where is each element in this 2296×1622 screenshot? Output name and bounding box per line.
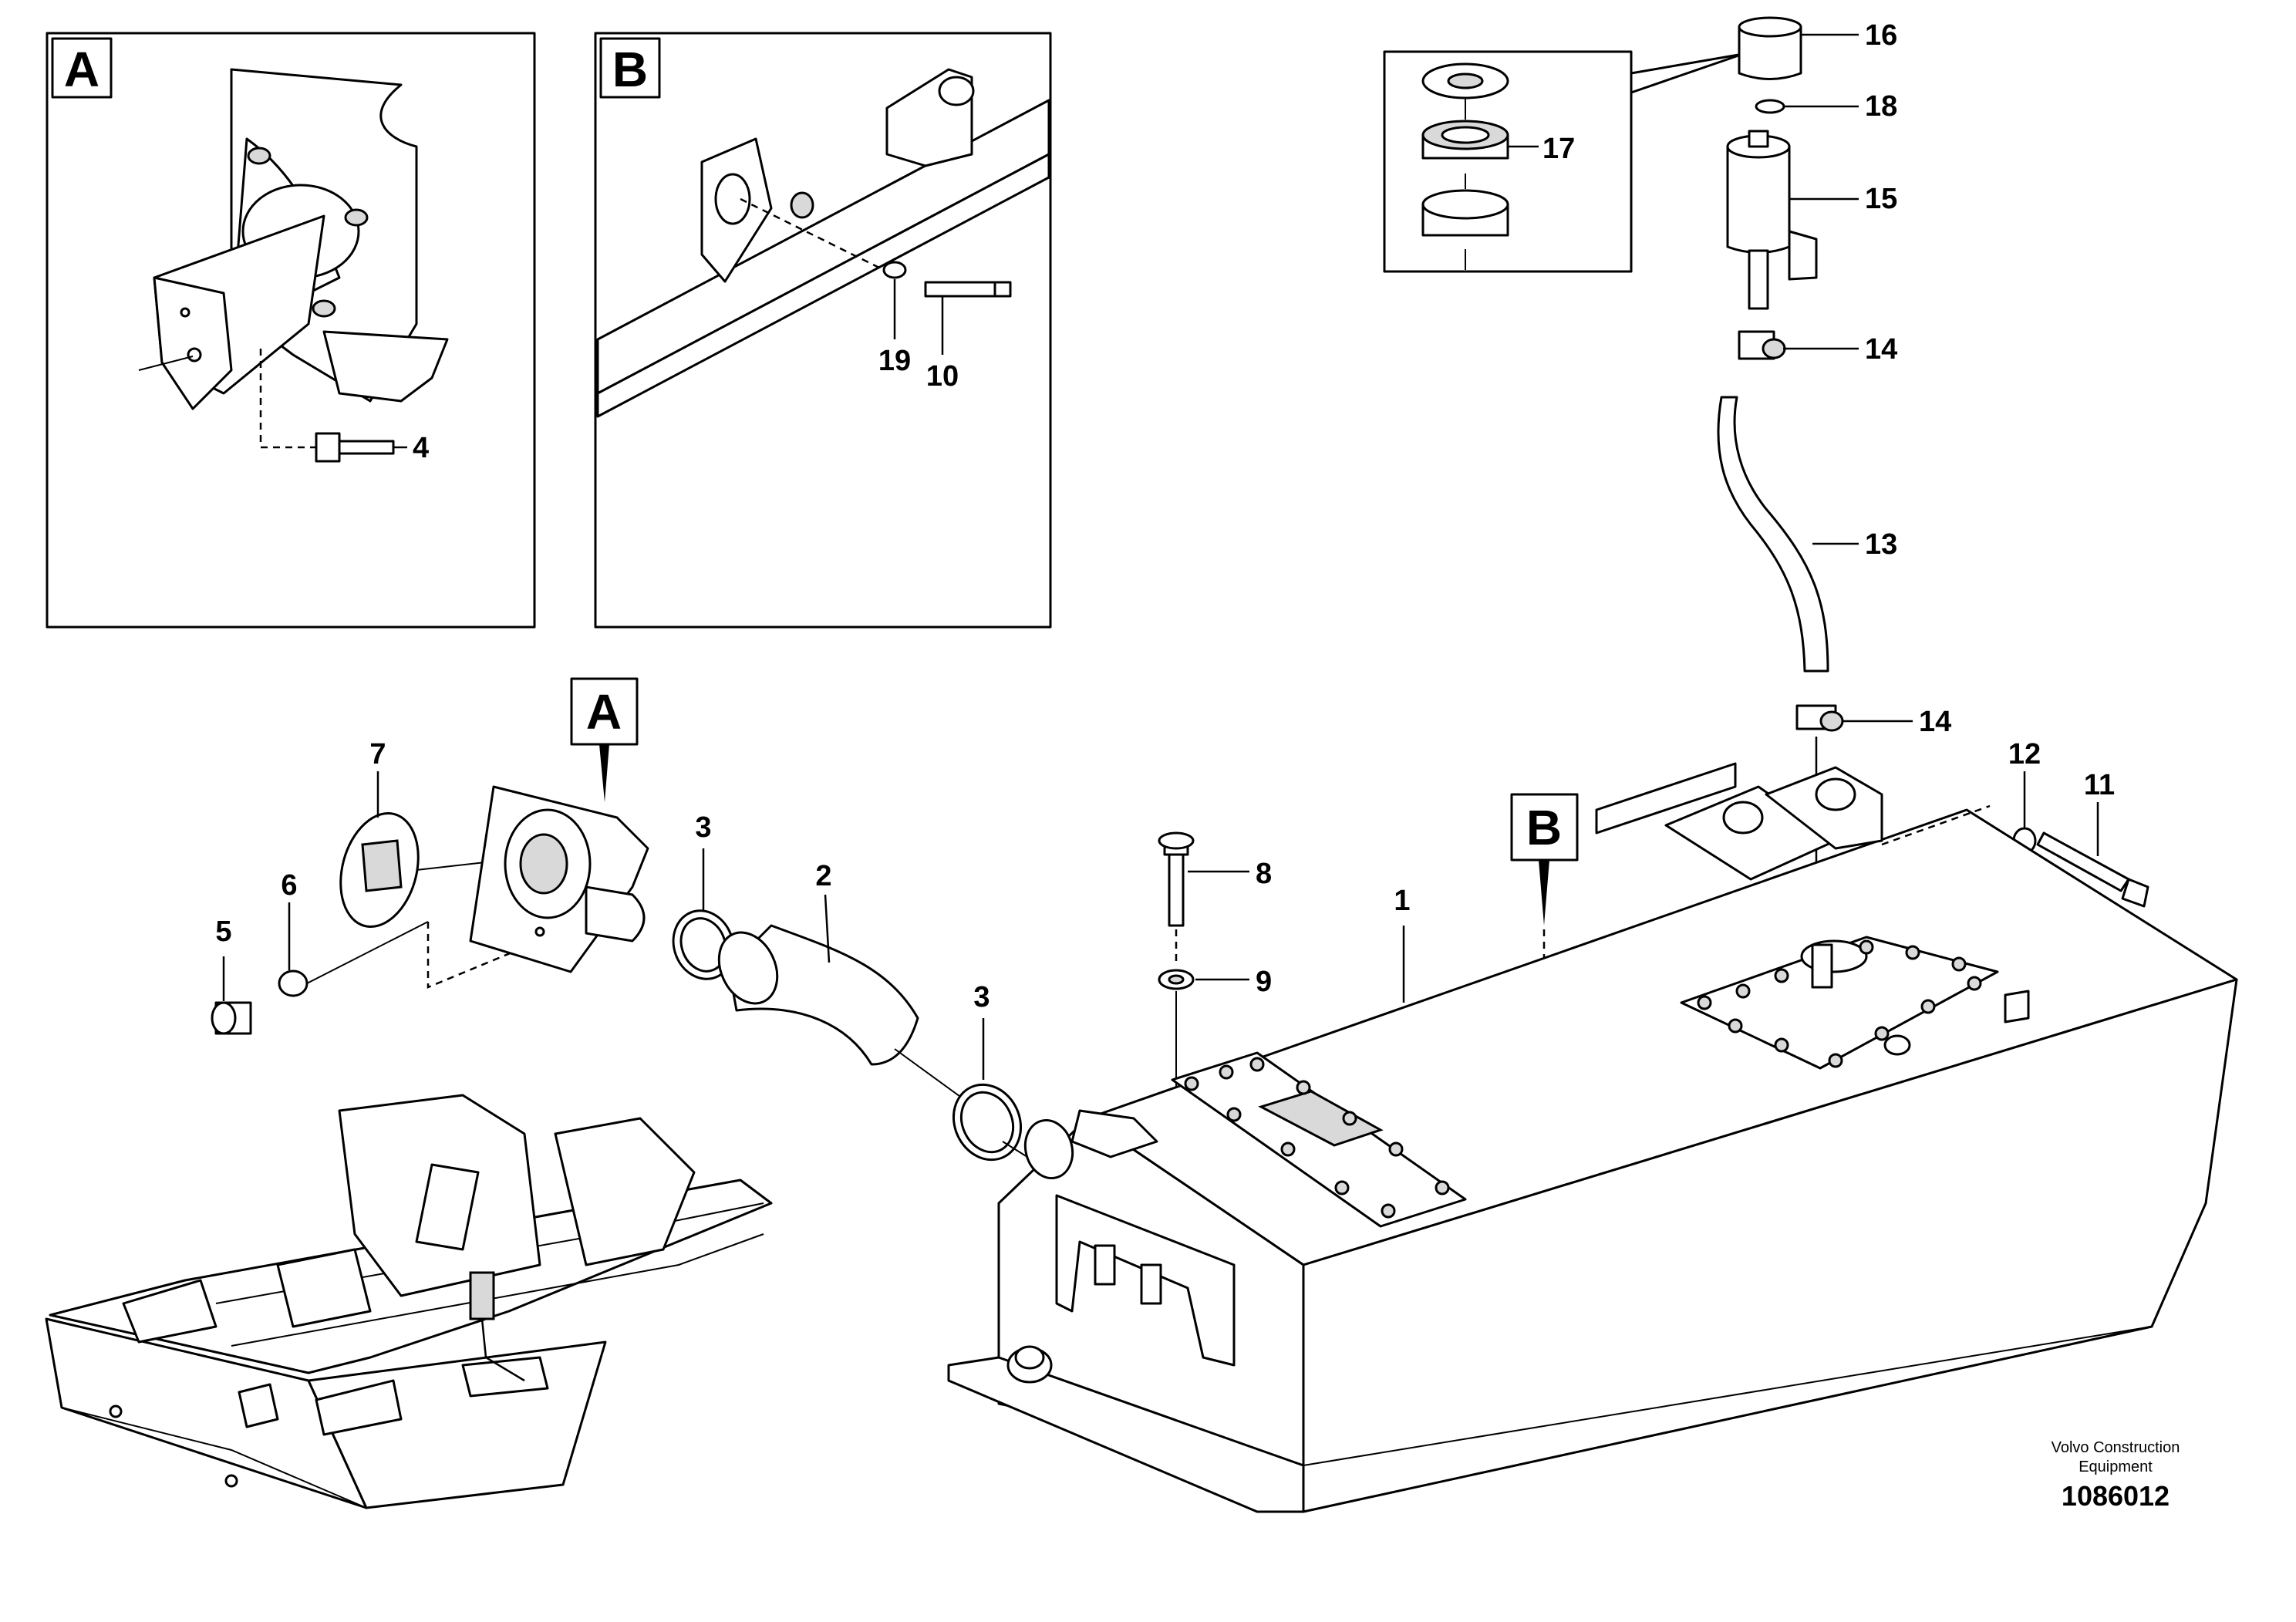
callout-6: 6 — [281, 869, 297, 902]
callout-1: 1 — [1394, 885, 1410, 917]
cover-bolts-front — [1184, 1057, 1450, 1219]
rear-bolt-and-washer — [2012, 771, 2149, 908]
document-number: 1086012 — [2062, 1480, 2170, 1512]
detail-view-b: B 19 10 — [594, 32, 1052, 629]
callout-19: 19 — [878, 345, 911, 377]
callout-18: 18 — [1865, 90, 1897, 123]
detail-view-a-letter: A — [64, 42, 99, 97]
callout-8: 8 — [1256, 858, 1272, 890]
fuel-tank — [947, 762, 2238, 1513]
callout-16: 16 — [1865, 19, 1897, 52]
view-marker-b-letter: B — [1526, 800, 1562, 855]
callout-11: 11 — [2084, 769, 2115, 801]
mounting-rail-detail — [596, 68, 1050, 418]
view-marker-a-letter: A — [586, 684, 622, 740]
callout-12: 12 — [2008, 738, 2041, 771]
callout-14-bottom: 14 — [1919, 706, 1951, 738]
detail-view-a: A 4 — [46, 32, 536, 629]
filler-neck-bracket-detail — [138, 68, 449, 463]
callout-9: 9 — [1256, 966, 1272, 998]
callout-10: 10 — [926, 360, 959, 393]
machine-frame-overview — [45, 1094, 773, 1509]
fill-cap-parts — [211, 771, 541, 1035]
breather-assembly — [1717, 16, 1913, 956]
filler-neck-assembly — [469, 785, 649, 973]
breather-filter-detail — [1383, 50, 1745, 273]
tank-bolt-and-washer — [1158, 831, 1249, 1234]
hose-and-clamps — [672, 848, 1034, 1162]
callout-3-left: 3 — [695, 811, 711, 844]
credit-line-1: Volvo Construction — [2052, 1439, 2180, 1456]
callout-14-top: 14 — [1865, 333, 1897, 366]
cover-bolts-rear — [1697, 939, 1982, 1068]
callout-3-right: 3 — [973, 981, 990, 1013]
callout-5: 5 — [215, 916, 231, 948]
callout-2: 2 — [815, 860, 831, 892]
callout-13: 13 — [1865, 528, 1897, 561]
callout-15: 15 — [1865, 183, 1897, 215]
callout-7: 7 — [369, 738, 386, 771]
callout-17: 17 — [1542, 133, 1575, 165]
publisher-credit: Volvo Construction Equipment 1086012 — [2052, 1439, 2180, 1512]
detail-view-b-letter: B — [612, 42, 648, 97]
callout-4: 4 — [413, 432, 429, 464]
view-marker-a: A — [570, 677, 639, 802]
credit-line-2: Equipment — [2079, 1458, 2153, 1475]
